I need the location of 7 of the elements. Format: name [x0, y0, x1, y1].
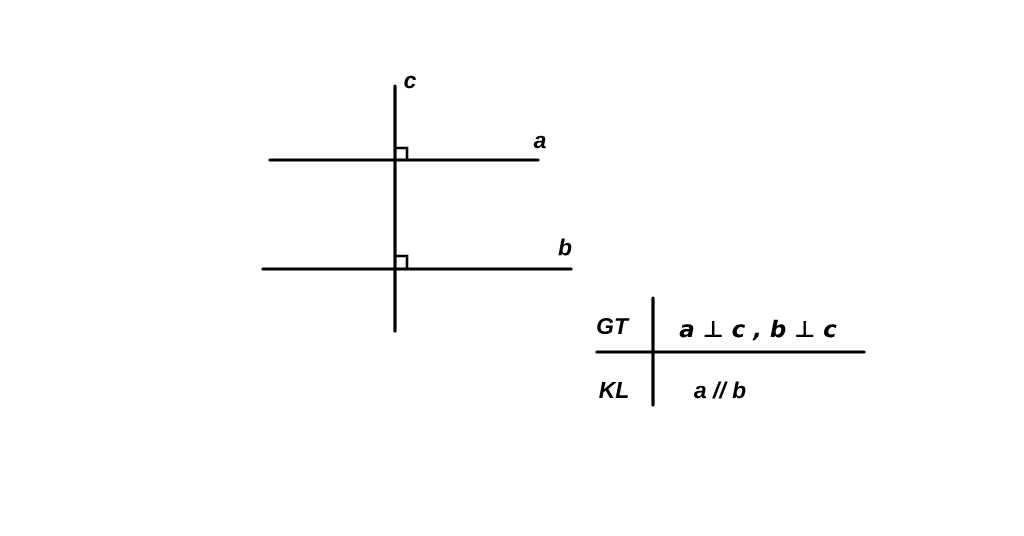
- row-heading: KL: [599, 382, 628, 398]
- row-heading: GT: [597, 317, 630, 335]
- line-label: c: [404, 75, 417, 89]
- conclusion-statement: a // b: [694, 381, 746, 399]
- given-statement: a ⊥ c , b ⊥ c: [679, 319, 837, 341]
- line-label: b: [558, 238, 572, 256]
- line-label: a: [533, 135, 546, 149]
